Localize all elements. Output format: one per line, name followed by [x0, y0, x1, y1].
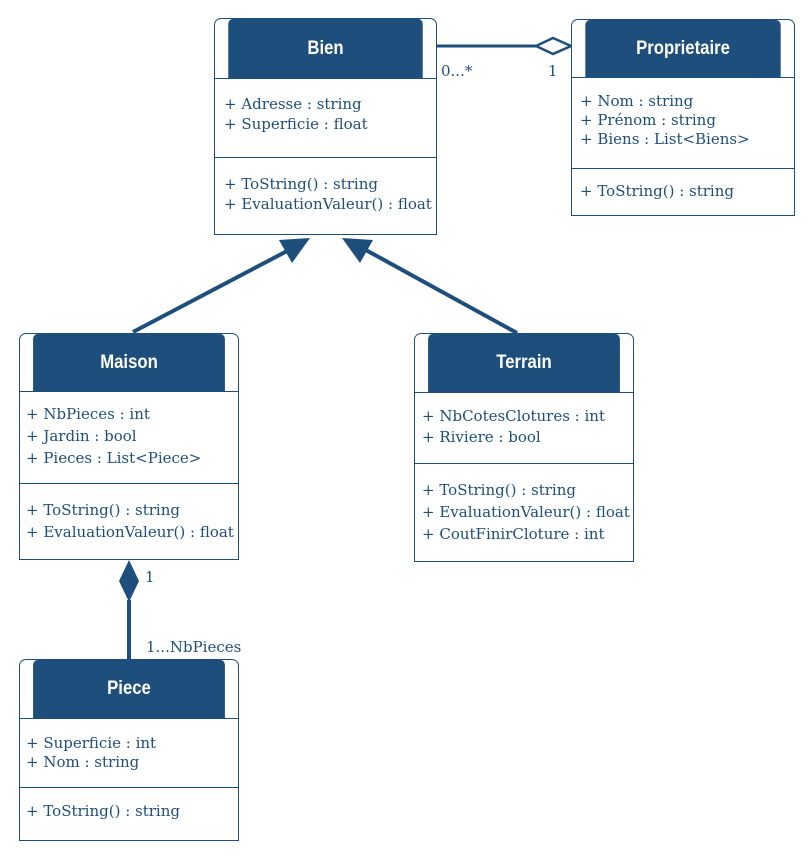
class-proprietaire[interactable]: Proprietaire + Nom : string + Prénom : s…	[571, 19, 795, 216]
class-name: Proprietaire	[636, 38, 730, 59]
method: + ToString() : string	[224, 175, 378, 193]
inheritance-arrowhead-terrain	[342, 238, 373, 263]
attribute: + NbPieces : int	[26, 405, 150, 423]
class-name: Piece	[107, 678, 151, 699]
class-terrain-attributes: + NbCotesClotures : int + Riviere : bool	[415, 392, 633, 463]
class-bien-methods: + ToString() : string + EvaluationValeur…	[215, 157, 436, 214]
attribute: + Pieces : List<Piece>	[26, 449, 202, 467]
method: + CoutFinirCloture : int	[422, 525, 605, 543]
attribute: + Riviere : bool	[422, 428, 541, 446]
attribute: + Superficie : int	[26, 734, 157, 752]
class-proprietaire-attributes: + Nom : string + Prénom : string + Biens…	[572, 77, 794, 168]
class-terrain-methods: + ToString() : string + EvaluationValeur…	[415, 463, 633, 545]
class-piece[interactable]: Piece + Superficie : int + Nom : string …	[19, 659, 239, 841]
class-maison[interactable]: Maison + NbPieces : int + Jardin : bool …	[19, 333, 239, 560]
class-piece-attributes: + Superficie : int + Nom : string	[20, 718, 238, 787]
multiplicity-maison-composition: 1	[145, 568, 155, 586]
method: + ToString() : string	[422, 481, 576, 499]
attribute: + Biens : List<Biens>	[580, 130, 750, 148]
inheritance-line-maison	[132, 248, 290, 334]
class-piece-header: Piece	[33, 660, 225, 718]
attribute: + Nom : string	[580, 92, 694, 110]
aggregation-diamond	[533, 36, 575, 56]
attribute: + Adresse : string	[224, 95, 362, 113]
class-bien-attributes: + Adresse : string + Superficie : float	[215, 78, 436, 157]
class-proprietaire-header: Proprietaire	[585, 20, 781, 77]
method: + EvaluationValeur() : float	[224, 195, 432, 213]
method: + EvaluationValeur() : float	[26, 523, 234, 541]
multiplicity-bien-aggregation: 0...*	[441, 62, 473, 80]
class-bien-header: Bien	[228, 19, 423, 78]
attribute: + Superficie : float	[224, 115, 368, 133]
class-name: Terrain	[496, 352, 552, 373]
method: + ToString() : string	[580, 182, 734, 200]
composition-diamond	[119, 560, 139, 602]
method: + ToString() : string	[26, 802, 180, 820]
class-terrain-header: Terrain	[428, 334, 620, 392]
attribute: + Jardin : bool	[26, 427, 137, 445]
multiplicity-piece-composition: 1...NbPieces	[146, 638, 242, 656]
class-maison-header: Maison	[33, 334, 225, 391]
class-maison-methods: + ToString() : string + EvaluationValeur…	[20, 483, 238, 543]
method: + EvaluationValeur() : float	[422, 503, 630, 521]
multiplicity-proprietaire-aggregation: 1	[548, 62, 558, 80]
attribute: + NbCotesClotures : int	[422, 407, 605, 425]
class-name: Maison	[100, 352, 158, 373]
class-maison-attributes: + NbPieces : int + Jardin : bool + Piece…	[20, 391, 238, 483]
inheritance-line-terrain	[363, 247, 518, 335]
class-terrain[interactable]: Terrain + NbCotesClotures : int + Rivier…	[414, 333, 634, 562]
attribute: + Nom : string	[26, 753, 140, 771]
class-piece-methods: + ToString() : string	[20, 787, 238, 821]
inheritance-arrowhead-maison	[279, 238, 310, 263]
class-proprietaire-methods: + ToString() : string	[572, 168, 794, 201]
attribute: + Prénom : string	[580, 111, 716, 129]
class-name: Bien	[307, 38, 344, 59]
method: + ToString() : string	[26, 501, 180, 519]
class-bien[interactable]: Bien + Adresse : string + Superficie : f…	[214, 18, 437, 235]
